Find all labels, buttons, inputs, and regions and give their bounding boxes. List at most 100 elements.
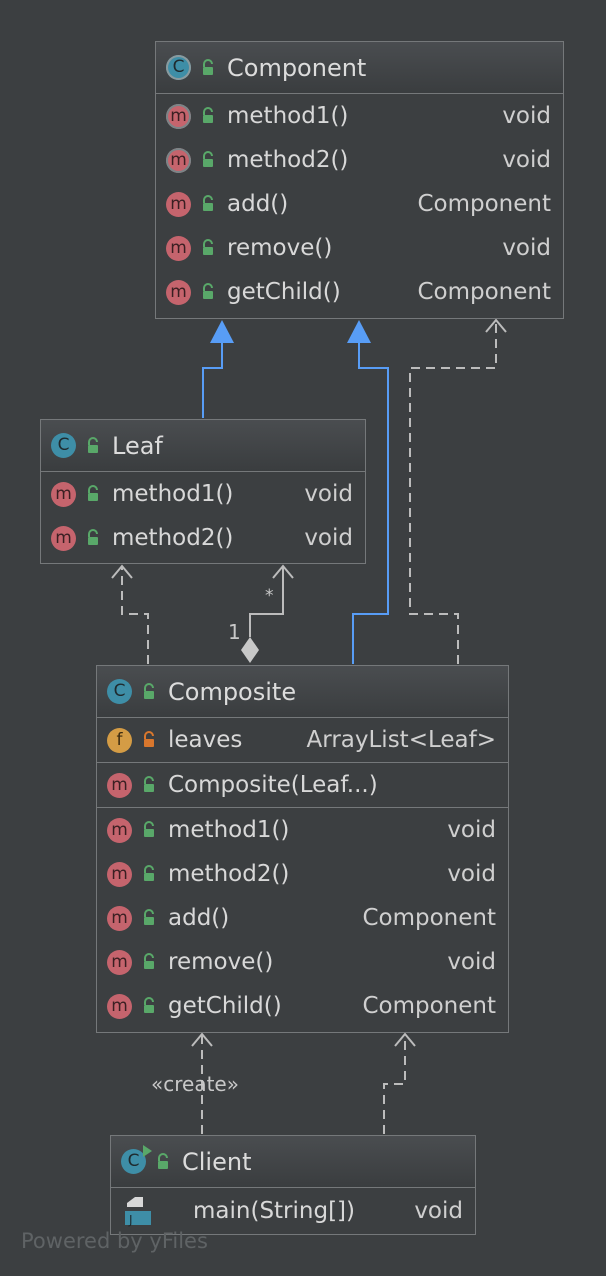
method-row[interactable]: J main(String[]) void [111,1188,475,1234]
method-name: add() [168,905,230,931]
method-type: void [447,861,496,887]
method-type: Component [417,279,551,305]
public-lock-icon [82,436,104,456]
public-lock-icon [82,484,104,504]
method-icon: m [166,235,191,261]
composite-component-dependency [409,320,497,664]
composite-extends-arrow [347,320,371,343]
abstract-class-icon: C [166,55,191,80]
abstract-method-icon: m [166,103,191,129]
class-name: Client [182,1147,252,1176]
method-name: method1() [227,103,349,129]
public-lock-icon [138,952,160,972]
public-lock-icon [152,1152,174,1172]
public-lock-icon [197,150,219,170]
method-icon: m [166,191,191,217]
method-name: add() [227,191,289,217]
multiplicity-many: * [265,586,274,606]
class-client[interactable]: C Client J main(String[]) void [110,1135,476,1235]
client-composite-arrow [394,1032,416,1047]
class-icon: C [51,433,76,458]
aggregation-edge [249,566,284,637]
runnable-class-icon: C [121,1145,152,1174]
method-icon: m [107,817,132,843]
method-icon: m [107,772,132,798]
abstract-method-icon: m [166,147,191,173]
method-icon: m [107,949,132,975]
class-header[interactable]: C Client [111,1136,475,1188]
class-leaf[interactable]: C Leaf m method1() void m method2() void [40,419,366,564]
method-icon: m [51,481,76,507]
public-lock-icon [82,528,104,548]
method-row[interactable]: m method2() void [41,516,365,560]
constructor-row[interactable]: m Composite(Leaf...) [97,763,508,807]
method-type: void [502,235,551,261]
method-name: main(String[]) [193,1198,355,1224]
class-icon: C [107,679,132,704]
svg-text:J: J [128,1213,133,1227]
public-lock-icon [138,682,160,702]
private-lock-icon [138,730,160,750]
method-row[interactable]: m add() Component [156,182,563,226]
methods-section: m method1() void m method2() void [41,472,365,560]
method-name: remove() [168,949,274,975]
create-stereotype: «create» [151,1072,239,1096]
method-icon: m [166,279,191,305]
method-row[interactable]: m getChild() Component [97,984,508,1028]
class-header[interactable]: C Component [156,42,563,94]
constructor-name: Composite(Leaf...) [168,772,378,798]
method-icon: m [51,525,76,551]
client-composite-dependency [383,1034,406,1134]
leaf-extends-edge [202,343,223,418]
composite-leaf-dependency [121,566,149,664]
class-name: Component [227,53,367,82]
method-name: getChild() [168,993,282,1019]
method-type: void [304,525,353,551]
multiplicity-one: 1 [228,620,241,644]
method-name: remove() [227,235,333,261]
method-type: void [304,481,353,507]
public-lock-icon [138,820,160,840]
methods-section: J main(String[]) void [111,1188,475,1234]
method-row[interactable]: m add() Component [97,896,508,940]
method-name: method1() [112,481,234,507]
composite-leaf-dependency-arrow [111,564,133,579]
field-name: leaves [168,727,243,753]
aggregation-arrow [272,564,294,579]
composite-extends-edge [352,343,389,664]
method-name: getChild() [227,279,341,305]
class-header[interactable]: C Composite [97,666,508,718]
class-name: Leaf [112,431,163,460]
method-icon: m [107,993,132,1019]
method-row[interactable]: m method2() void [97,852,508,896]
method-row[interactable]: m getChild() Component [156,270,563,314]
public-lock-icon [197,282,219,302]
public-lock-icon [197,238,219,258]
method-icon: m [107,861,132,887]
public-lock-icon [197,194,219,214]
public-lock-icon [197,106,219,126]
field-icon: f [107,727,132,753]
method-row[interactable]: m remove() void [97,940,508,984]
method-type: Component [362,905,496,931]
method-name: method2() [168,861,290,887]
method-type: Component [417,191,551,217]
method-row[interactable]: m method1() void [41,472,365,516]
method-name: method2() [112,525,234,551]
method-type: void [447,949,496,975]
method-type: Component [362,993,496,1019]
class-header[interactable]: C Leaf [41,420,365,472]
method-row[interactable]: m remove() void [156,226,563,270]
method-type: void [414,1198,463,1224]
composite-component-dependency-arrow [485,318,507,333]
method-icon: m [107,905,132,931]
